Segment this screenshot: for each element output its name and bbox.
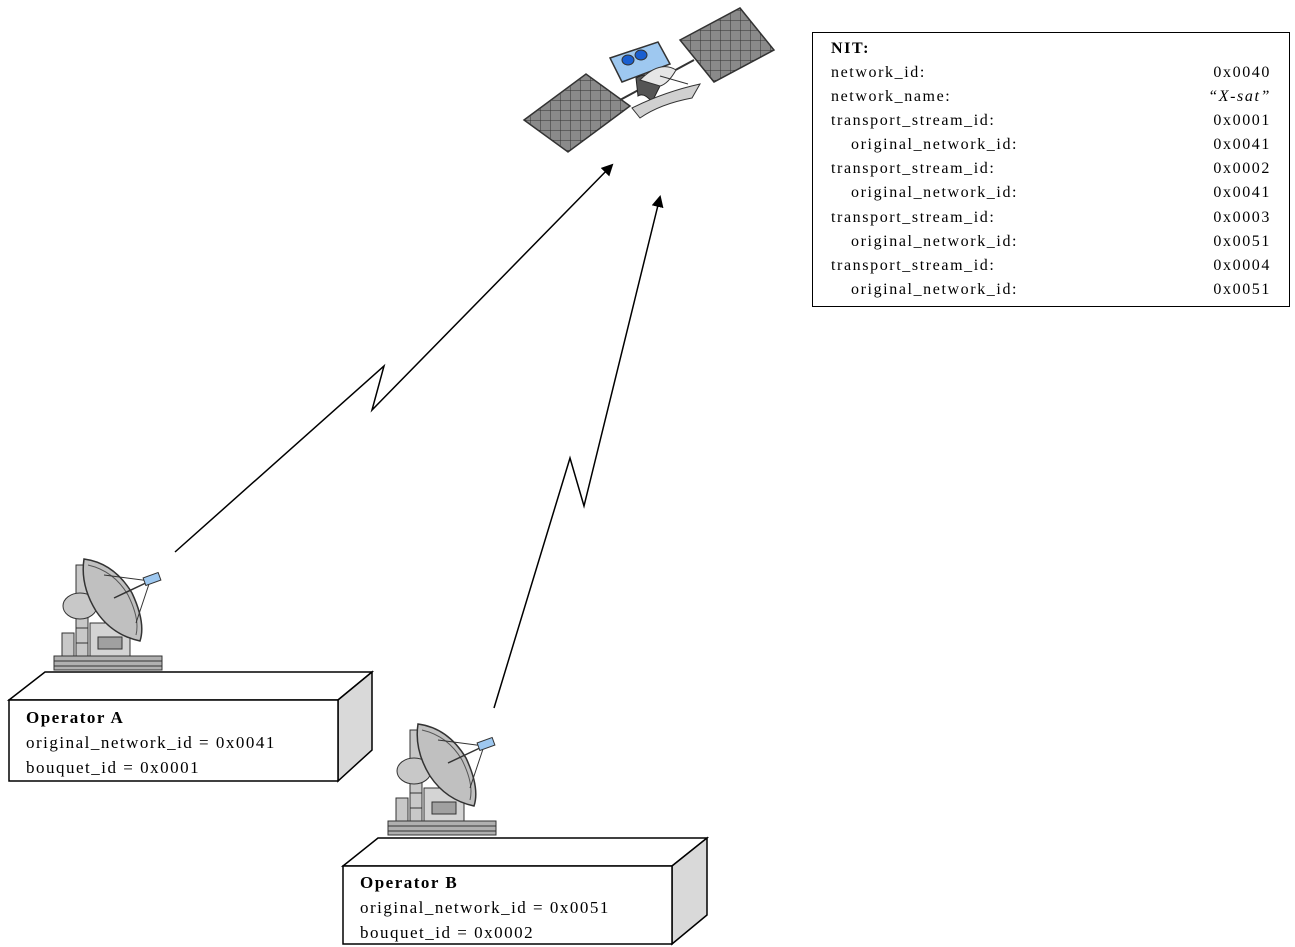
nit-value: 0x0041	[1213, 136, 1271, 154]
operator-a-label: Operator A original_network_id = 0x0041 …	[26, 705, 276, 780]
nit-row: network_name: “X-sat”	[831, 85, 1271, 109]
satellite-icon	[522, 7, 776, 153]
uplink-signal-b	[493, 195, 664, 709]
nit-key: network_name:	[831, 88, 952, 106]
nit-row: transport_stream_id: 0x0004	[831, 254, 1271, 278]
nit-value: 0x0041	[1213, 184, 1271, 202]
operator-b-label: Operator B original_network_id = 0x0051 …	[360, 870, 610, 945]
nit-key: original_network_id:	[851, 232, 1019, 250]
nit-row: original_network_id: 0x0051	[831, 230, 1271, 254]
nit-key: transport_stream_id:	[831, 160, 996, 178]
nit-row: original_network_id: 0x0041	[831, 133, 1271, 157]
nit-value: 0x0051	[1213, 232, 1271, 250]
nit-row: transport_stream_id: 0x0003	[831, 206, 1271, 230]
satellite-dish-icon	[387, 723, 497, 836]
nit-row: transport_stream_id: 0x0001	[831, 109, 1271, 133]
operator-a-bouquet-id: bouquet_id = 0x0001	[26, 758, 201, 777]
nit-row: original_network_id: 0x0051	[831, 278, 1271, 302]
nit-key: network_id:	[831, 64, 926, 81]
operator-b-title: Operator B	[360, 873, 459, 892]
nit-key: transport_stream_id:	[831, 256, 996, 274]
nit-value: 0x0040	[1213, 64, 1271, 81]
nit-value: 0x0001	[1213, 112, 1271, 130]
nit-key: transport_stream_id:	[831, 112, 996, 130]
operator-b-bouquet-id: bouquet_id = 0x0002	[360, 923, 535, 942]
nit-value: 0x0002	[1213, 160, 1271, 178]
operator-b-network-id: original_network_id = 0x0051	[360, 898, 610, 917]
nit-title: NIT:	[831, 40, 870, 57]
operator-a-title: Operator A	[26, 708, 125, 727]
operator-b-box	[340, 836, 710, 946]
nit-value: “X-sat”	[1208, 88, 1271, 106]
nit-row: transport_stream_id: 0x0002	[831, 157, 1271, 181]
operator-a-box	[6, 670, 375, 783]
nit-key: original_network_id:	[851, 280, 1019, 298]
satellite-dish-icon	[53, 558, 163, 671]
nit-table: NIT: network_id: 0x0040 network_name: “X-s…	[812, 32, 1290, 307]
nit-row: network_id: 0x0040	[831, 61, 1271, 85]
nit-key: original_network_id:	[851, 136, 1019, 154]
nit-value: 0x0051	[1213, 280, 1271, 298]
nit-value: 0x0004	[1213, 256, 1271, 274]
nit-key: transport_stream_id:	[831, 208, 996, 226]
operator-a-network-id: original_network_id = 0x0041	[26, 733, 276, 752]
nit-key: original_network_id:	[851, 184, 1019, 202]
nit-value: 0x0003	[1213, 208, 1271, 226]
uplink-signal-a	[174, 163, 614, 553]
nit-row: original_network_id: 0x0041	[831, 181, 1271, 205]
